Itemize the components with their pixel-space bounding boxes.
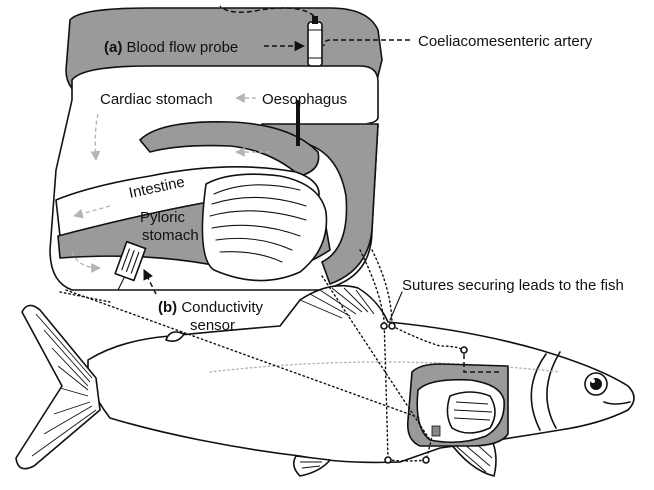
suture-knot: [423, 457, 429, 463]
sutures-pointer: [390, 292, 402, 320]
sensor-label-line1: (b) Conductivity: [158, 299, 264, 316]
fish-eye: [585, 373, 607, 395]
probe-label: (a) Blood flow probe: [104, 39, 238, 56]
pyloric-caeca: [202, 174, 326, 280]
fish-body: [16, 286, 634, 476]
pyloric-label-line1: Pyloric: [140, 209, 186, 226]
sensor-label-line2: sensor: [190, 317, 235, 334]
blood-flow-probe: [308, 16, 322, 66]
suture-knot: [389, 323, 395, 329]
oesophagus-label: Oesophagus: [262, 91, 347, 108]
suture-knot: [385, 457, 391, 463]
sutures-label: Sutures securing leads to the fish: [402, 277, 624, 294]
tail-fin: [16, 305, 100, 468]
suture-knot: [381, 323, 387, 329]
artery-label: Coeliacomesenteric artery: [418, 33, 593, 50]
pelvic-fin: [294, 456, 330, 476]
cardiac-stomach-label: Cardiac stomach: [100, 91, 213, 108]
pyloric-label-line2: stomach: [142, 227, 199, 244]
suture-knot: [461, 347, 467, 353]
mini-gut: [408, 364, 508, 446]
